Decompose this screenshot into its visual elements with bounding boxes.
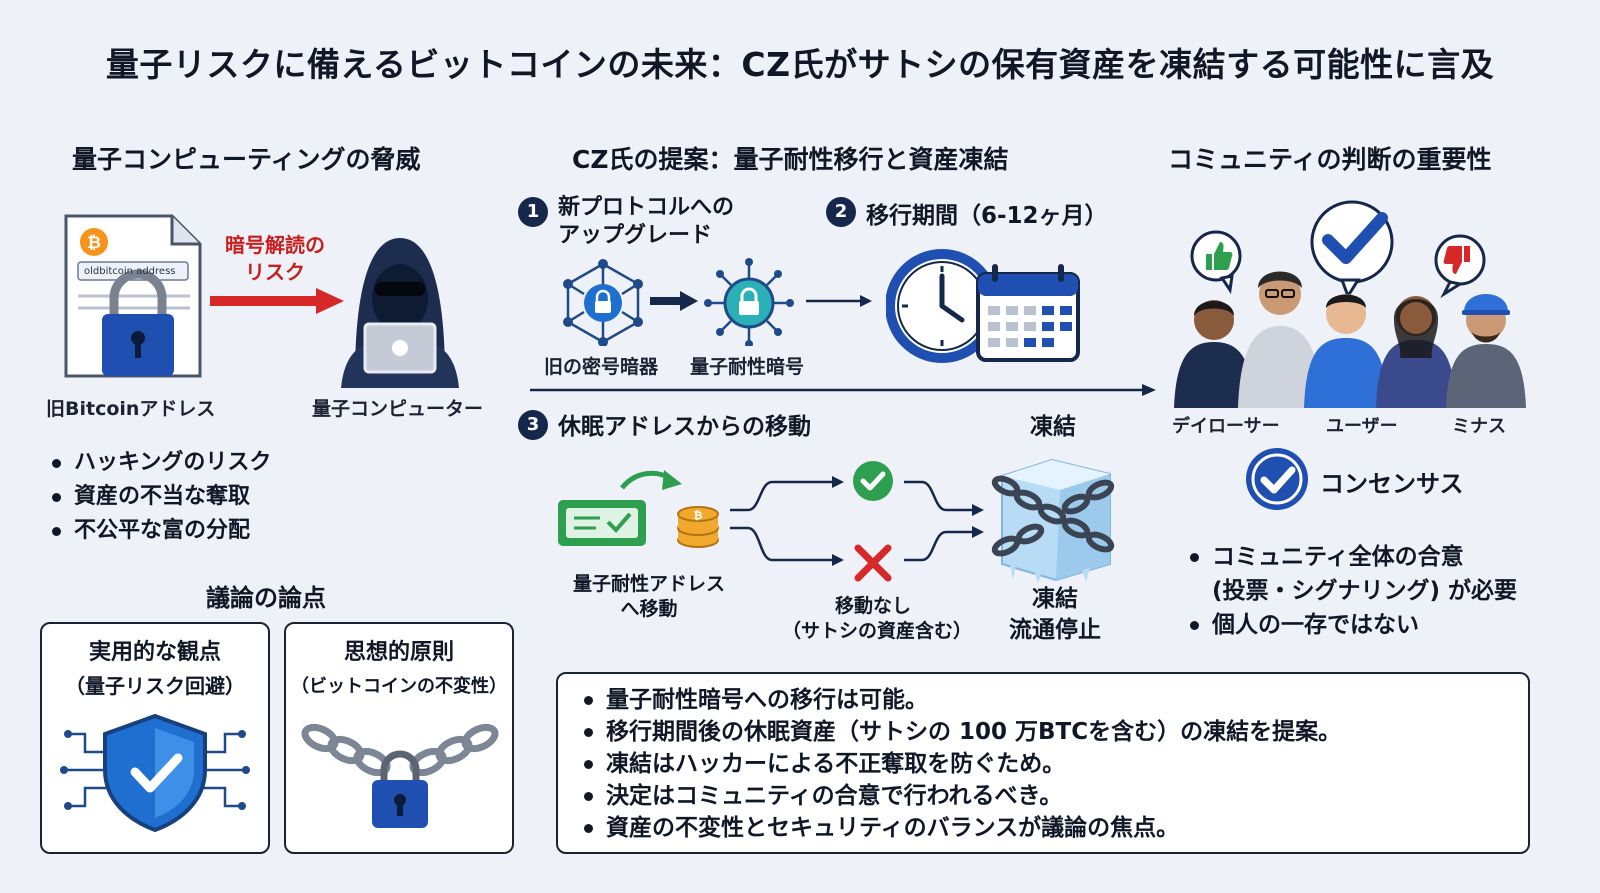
summary-list: 量子耐性暗号への移行は可能。 移行期間後の休眠資産（サトシの 100 万BTCを…: [584, 684, 1341, 844]
chain-lock-icon: [301, 723, 499, 828]
old-crypto-network-icon: [563, 259, 643, 346]
principle-subtitle: （ビットコインの不変性）: [291, 676, 507, 697]
group-label: デイローサー: [1172, 416, 1280, 437]
practical-subtitle: （量子リスク回避）: [65, 674, 245, 698]
step-1-line1: 新プロトコルへの: [558, 195, 735, 220]
community-people-icon: [1174, 200, 1526, 408]
summary-item: 決定はコミュニティの合意で行われるべき。: [584, 780, 1341, 812]
consensus-point-continued: (投票・シグナリング) が必要: [1190, 574, 1517, 608]
shield-check-icon: [60, 713, 250, 832]
consensus-point: 個人の一存ではない: [1190, 608, 1517, 642]
old-crypto-label: 旧の密号暗器: [544, 356, 659, 378]
frozen-ice-chain-icon: [991, 458, 1115, 583]
summary-item: 移行期間後の休眠資産（サトシの 100 万BTCを含む）の凍結を提案。: [584, 716, 1341, 748]
community-heading: コミュニティの判断の重要性: [1168, 145, 1492, 174]
consensus-check-icon: [1246, 448, 1308, 510]
branch-arrows-icon: [730, 476, 984, 566]
step-2-label: 移行期間（6-12ヶ月）: [866, 203, 1108, 229]
step-1-label: 新プロトコルへの アップグレード: [558, 194, 734, 250]
wallet-to-coins-icon: ₿: [558, 470, 719, 548]
upgrade-arrow-icon: [650, 291, 698, 311]
practical-view-box: 実用的な観点 （量子リスク回避）: [40, 622, 270, 854]
decrypt-risk-line1: 暗号解読の: [225, 233, 325, 257]
decrypt-risk-label: 暗号解読の リスク: [210, 232, 340, 286]
no-move-line2: （サトシの資産含む）: [782, 620, 973, 642]
step-1-line2: アップグレード: [558, 223, 713, 248]
quantum-crypto-label: 量子耐性暗号: [690, 356, 805, 378]
freeze-title: 凍結: [1030, 414, 1076, 440]
summary-item: 凍結はハッカーによる不正奪取を防ぐため。: [584, 748, 1341, 780]
risk-item: ハッキングのリスク: [52, 446, 271, 480]
frozen-line1: 凍結: [1032, 586, 1078, 612]
hacker-icon: [341, 238, 459, 388]
old-address-text: oldbitcoin address: [84, 266, 176, 277]
quantum-computer-label: 量子コンピューター: [312, 398, 484, 420]
consensus-label: コンセンサス: [1320, 470, 1464, 498]
page-title: 量子リスクに備えるビットコインの未来：CZ氏がサトシの保有資産を凍結する可能性に…: [105, 45, 1495, 84]
clock-calendar-icon: [886, 249, 1080, 363]
debate-heading: 議論の論点: [206, 584, 326, 612]
consensus-point: コミュニティ全体の合意: [1190, 540, 1517, 574]
summary-item: 量子耐性暗号への移行は可能。: [584, 684, 1341, 716]
consensus-points: コミュニティ全体の合意 (投票・シグナリング) が必要 個人の一存ではない: [1190, 540, 1517, 642]
threat-heading: 量子コンピューティングの脅威: [72, 145, 421, 174]
old-address-label: 旧Bitcoinアドレス: [46, 398, 216, 420]
principle-box: 思想的原則 （ビットコインの不変性）: [284, 622, 514, 854]
step-2-badge: 2: [826, 197, 856, 227]
step-3-label: 休眠アドレスからの移動: [558, 414, 811, 440]
decrypt-risk-line2: リスク: [245, 260, 305, 284]
quantum-crypto-icon: [704, 258, 794, 346]
frozen-label: 凍結 流通停止: [994, 584, 1116, 646]
risk-item: 不公平な富の分配: [52, 514, 271, 548]
check-circle-icon: [853, 461, 893, 501]
practical-title: 実用的な観点: [88, 640, 221, 665]
group-label: ユーザー: [1326, 416, 1398, 437]
cross-icon: [854, 544, 892, 582]
group-label: ミナス: [1452, 416, 1506, 437]
consensus-point-line2: (投票・シグナリング) が必要: [1212, 578, 1518, 604]
frozen-line2: 流通停止: [1009, 617, 1101, 643]
risk-list: ハッキングのリスク 資産の不当な奪取 不公平な富の分配: [52, 446, 271, 548]
svg-text:₿: ₿: [87, 233, 101, 253]
principle-title: 思想的原則: [343, 640, 454, 665]
to-period-arrow-icon: [806, 295, 872, 307]
move-label: 量子耐性アドレス へ移動: [566, 572, 732, 622]
move-label-line2: へ移動: [620, 598, 678, 620]
summary-box: 量子耐性暗号への移行は可能。 移行期間後の休眠資産（サトシの 100 万BTCを…: [556, 672, 1530, 854]
old-address-document-icon: ₿: [64, 214, 202, 378]
svg-text:₿: ₿: [694, 509, 703, 522]
step-1-badge: 1: [518, 197, 548, 227]
red-arrow-icon: [210, 288, 344, 314]
no-move-line1: 移動なし: [834, 595, 911, 617]
timeline-arrow-icon: [530, 384, 1156, 396]
step-3-badge: 3: [518, 410, 548, 440]
move-label-line1: 量子耐性アドレス: [572, 573, 725, 595]
no-move-label: 移動なし （サトシの資産含む）: [782, 594, 973, 644]
summary-item: 資産の不変性とセキュリティのバランスが議論の焦点。: [584, 812, 1341, 844]
risk-item: 資産の不当な奪取: [52, 480, 271, 514]
proposal-heading: CZ氏の提案：量子耐性移行と資産凍結: [572, 145, 1009, 174]
